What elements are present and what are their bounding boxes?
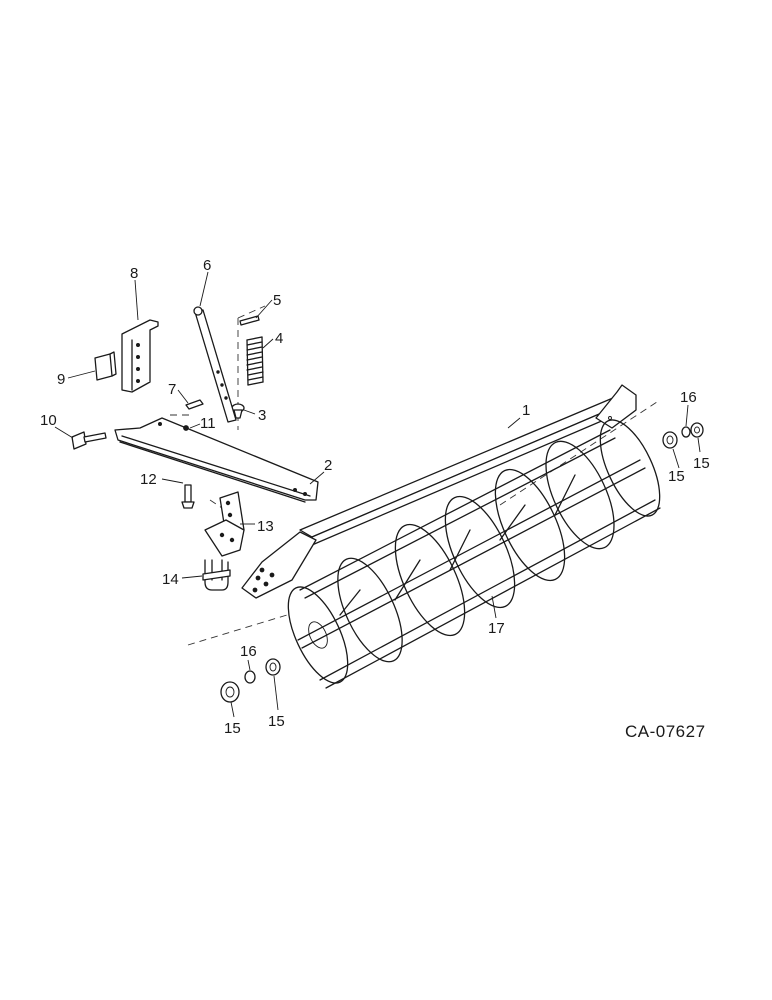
part-9-plate	[94, 351, 117, 381]
part-11-nut	[183, 425, 189, 431]
callout-15-left-b: 15	[268, 713, 285, 730]
callout-6: 6	[203, 257, 211, 274]
callout-16-left: 16	[240, 643, 257, 660]
callout-8: 8	[130, 265, 138, 282]
callout-4: 4	[275, 330, 283, 347]
part-15-16-hardware-left	[220, 658, 281, 703]
callout-3: 3	[258, 407, 266, 424]
part-6-rod	[193, 306, 237, 423]
callout-17: 17	[488, 620, 505, 637]
part-10-bolt	[71, 431, 107, 450]
part-15-16-hardware-right	[662, 422, 704, 449]
part-8-bracket	[121, 319, 159, 393]
callout-1: 1	[522, 402, 530, 419]
figure-code: CA-07627	[625, 722, 706, 741]
callout-7: 7	[168, 381, 176, 398]
part-1-frame-bar	[241, 384, 637, 599]
callout-9: 9	[57, 371, 65, 388]
callout-11: 11	[200, 415, 216, 432]
callout-13: 13	[257, 518, 274, 535]
part-5-pin	[239, 315, 260, 326]
callout-labels: 1 2 3 4 5 6 7 8 9 10 11 12 13 14 15 15 1…	[40, 257, 710, 737]
part-13-bracket	[204, 491, 245, 557]
callout-5: 5	[273, 292, 281, 309]
part-12-bolt	[181, 484, 195, 509]
part-14-u-bolt	[202, 559, 231, 591]
callout-10: 10	[40, 412, 57, 429]
callout-2: 2	[324, 457, 332, 474]
part-7-pin	[185, 399, 204, 410]
callout-15-left-a: 15	[224, 720, 241, 737]
callout-14: 14	[162, 571, 179, 588]
leader-lines	[54, 271, 701, 718]
callout-12: 12	[140, 471, 157, 488]
callout-15-right-a: 15	[668, 468, 685, 485]
part-2-angle-bar	[114, 417, 319, 503]
part-17-cage-roller	[287, 419, 661, 689]
part-4-spring	[246, 336, 264, 386]
callout-16-right: 16	[680, 389, 697, 406]
callout-15-right-b: 15	[693, 455, 710, 472]
